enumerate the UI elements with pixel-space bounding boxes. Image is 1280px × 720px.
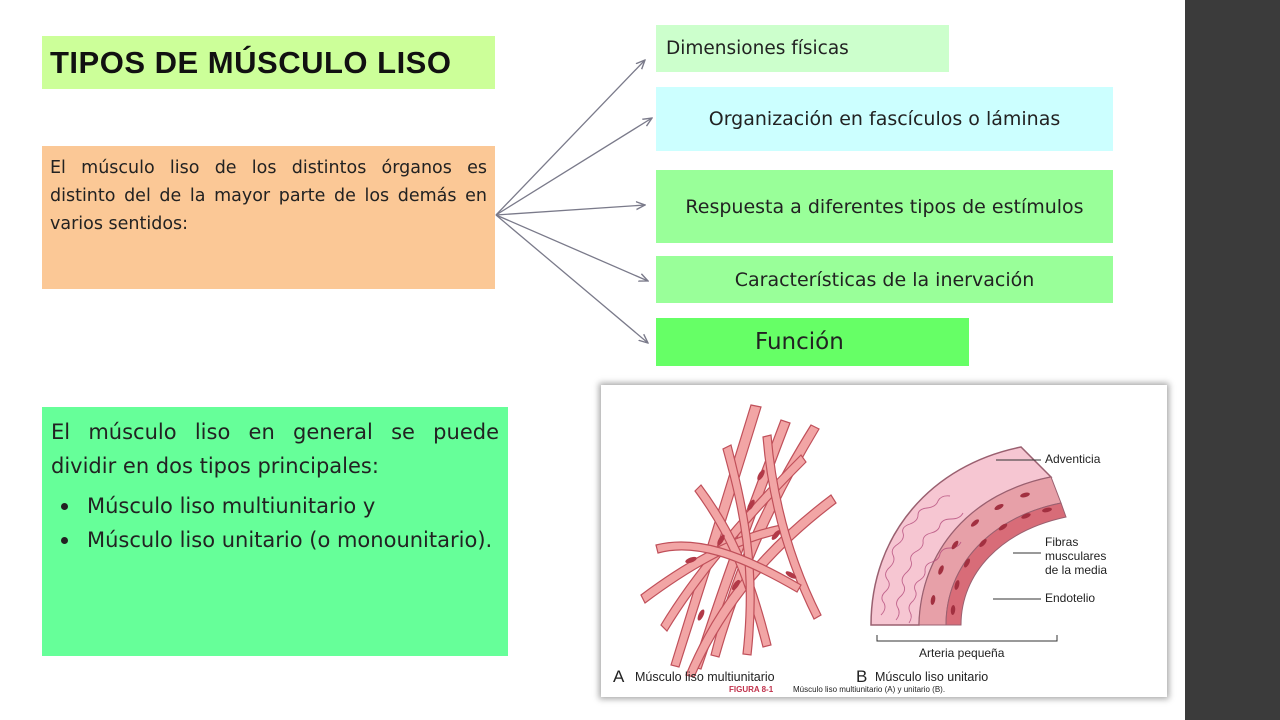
label-arteria: Arteria pequeña bbox=[919, 646, 1005, 660]
multiunit-fibers bbox=[640, 404, 837, 678]
category-funcion: Función bbox=[656, 318, 969, 366]
figure-number: FIGURA 8-1 bbox=[729, 685, 774, 694]
arrow-to-organizacion bbox=[495, 118, 652, 216]
category-organizacion: Organización en fascículos o láminas bbox=[656, 87, 1113, 151]
caption-a-letter: A bbox=[613, 667, 625, 686]
caption-b-letter: B bbox=[856, 667, 868, 686]
artery-section bbox=[870, 446, 1067, 642]
category-dimensiones: Dimensiones físicas bbox=[656, 25, 949, 72]
arrow-to-caracteristicas bbox=[495, 214, 648, 281]
list-item: Músculo liso unitario (o monounitario). bbox=[51, 523, 499, 557]
general-text: El músculo liso en general se puede divi… bbox=[51, 420, 499, 478]
types-list: Músculo liso multiunitario y Músculo lis… bbox=[51, 489, 499, 557]
category-respuesta: Respuesta a diferentes tipos de estímulo… bbox=[656, 170, 1113, 243]
arrow-to-respuesta bbox=[495, 205, 645, 216]
right-side-bar bbox=[1185, 0, 1280, 720]
muscle-illustration bbox=[640, 404, 1067, 678]
general-types-box: El músculo liso en general se puede divi… bbox=[42, 407, 508, 656]
figure-caption: Músculo liso multiunitario (A) y unitari… bbox=[793, 685, 946, 694]
label-fibras: Fibras musculares de la media bbox=[1045, 535, 1108, 577]
caption-b: Músculo liso unitario bbox=[875, 670, 989, 684]
slide-title: TIPOS DE MÚSCULO LISO bbox=[42, 36, 495, 89]
arrow-to-funcion bbox=[495, 214, 648, 343]
list-item: Músculo liso multiunitario y bbox=[51, 489, 499, 523]
category-inervacion: Características de la inervación bbox=[656, 256, 1113, 303]
caption-a: Músculo liso multiunitario bbox=[635, 670, 775, 684]
label-adventicia: Adventicia bbox=[1045, 452, 1101, 466]
arrow-to-dimensiones bbox=[495, 60, 645, 216]
intro-text: El músculo liso de los distintos órganos… bbox=[42, 146, 495, 289]
muscle-figure: Adventicia Fibras musculares de la media… bbox=[601, 385, 1167, 697]
label-endotelio: Endotelio bbox=[1045, 591, 1096, 605]
